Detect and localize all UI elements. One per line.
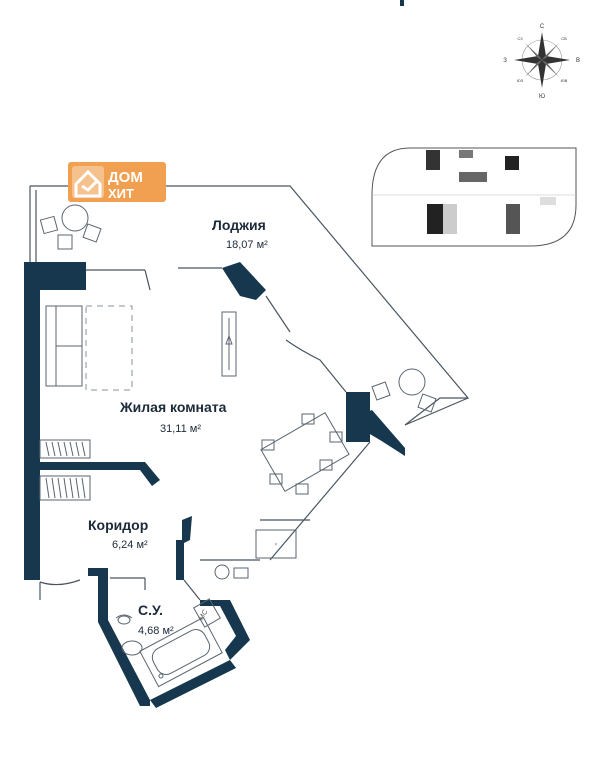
- key-plan: [371, 147, 577, 247]
- logo-line2: ХИТ: [108, 186, 134, 201]
- wardrobes: [39, 439, 91, 501]
- entrance-door: [39, 579, 81, 600]
- living-name: Жилая комната: [119, 399, 227, 415]
- house-icon: [74, 169, 102, 198]
- walls: [24, 262, 405, 708]
- corridor-name: Коридор: [88, 517, 148, 533]
- compass-sw: ЮЗ: [517, 78, 524, 83]
- interior-lines: [86, 267, 469, 601]
- compass-se: ЮВ: [561, 78, 568, 83]
- compass-south: Ю: [539, 94, 545, 100]
- loggia-area: 18,07 м²: [226, 239, 268, 251]
- bathroom-area: 4,68 м²: [138, 625, 174, 637]
- loggia-furniture: [39, 204, 437, 413]
- corridor-area: 6,24 м²: [112, 539, 148, 551]
- living-furniture: ×: [45, 305, 350, 580]
- compass: С Ю З В СЗ СВ ЮЗ ЮВ: [503, 24, 580, 100]
- logo-line1: ДОМ: [108, 169, 143, 186]
- mc-label: МС: [198, 609, 210, 622]
- loggia-name: Лоджия: [212, 217, 266, 233]
- top-mark: [400, 0, 404, 6]
- living-area: 31,11 м²: [160, 423, 201, 435]
- compass-ne: СВ: [561, 36, 567, 41]
- compass-west: З: [503, 58, 507, 64]
- compass-north: С: [540, 24, 545, 30]
- compass-east: В: [576, 58, 580, 64]
- compass-nw: СЗ: [517, 36, 523, 41]
- svg-text:×: ×: [275, 542, 278, 548]
- logo-icon: [72, 166, 104, 198]
- logo: ДОМ ХИТ: [68, 162, 166, 202]
- bathroom-fixtures: МС: [115, 598, 223, 688]
- bathroom-name: С.У.: [138, 602, 163, 618]
